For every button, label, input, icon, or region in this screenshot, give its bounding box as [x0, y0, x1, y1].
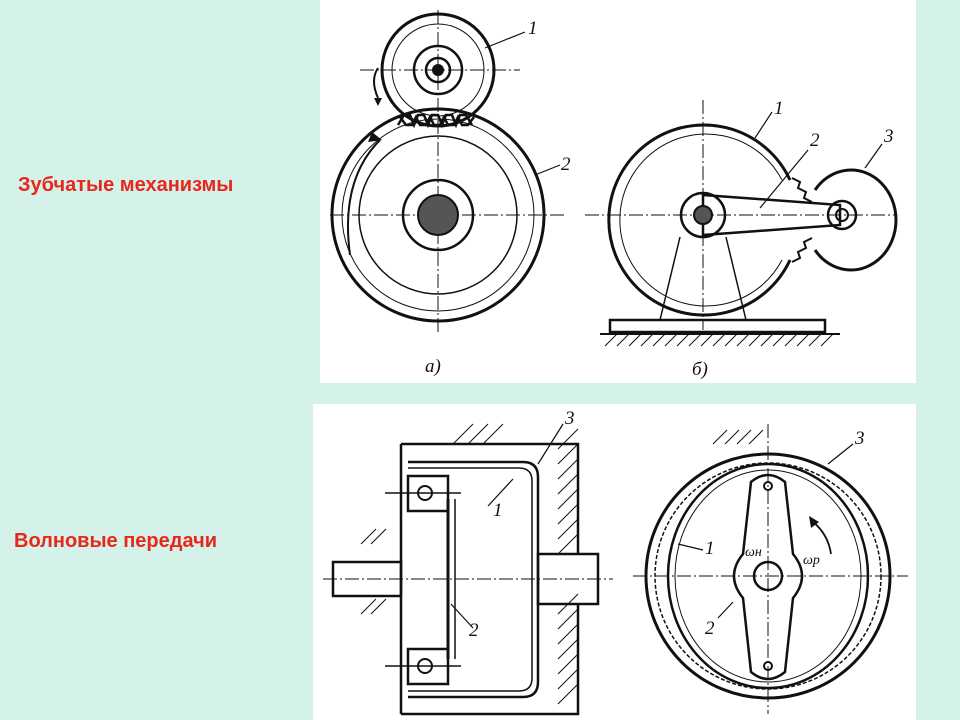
label-d-2: 2: [705, 618, 715, 639]
wave-generator-2: [732, 473, 804, 681]
label-omega-p: ωр: [803, 553, 820, 568]
label-a-2: 2: [561, 154, 571, 175]
label-a-sub: а): [425, 356, 441, 377]
gear-mechanisms-drawing: 1 2 а): [330, 10, 898, 380]
label-omega-h: ωн: [745, 545, 762, 560]
wave-gear-section: 3 1 2: [323, 408, 613, 716]
flex-ring-1: [666, 462, 870, 690]
label-c-3: 3: [564, 408, 575, 429]
label-a-1: 1: [528, 18, 538, 39]
planet-gear-3: [813, 168, 898, 272]
label-c-1: 1: [493, 500, 503, 521]
label-b-1: 1: [774, 98, 784, 119]
ring-gear-1: [607, 123, 792, 317]
label-b-2: 2: [810, 130, 820, 151]
wave-gears-diagram: 3 1 2 3 1 2: [313, 404, 916, 720]
label-b-sub: б): [692, 359, 708, 380]
wave-gears-drawing: 3 1 2 3 1 2: [323, 408, 908, 716]
label-b-3: 3: [883, 126, 894, 147]
caption-wave-gears: Волновые передачи: [14, 530, 217, 552]
caption-gear-mechanisms: Зубчатые механизмы: [18, 174, 234, 196]
rigid-ring-3: [644, 452, 892, 700]
wave-gear-front: 3 1 2 ωн ωр: [633, 424, 908, 714]
large-gear-2: [330, 107, 546, 323]
gear-mechanisms-diagram: 1 2 а): [320, 0, 916, 383]
label-d-3: 3: [854, 428, 865, 449]
gear-system-b: 1 2 3 б): [585, 98, 898, 380]
gear-pair-a: 1 2 а): [330, 10, 571, 377]
label-d-1: 1: [705, 538, 715, 559]
label-c-2: 2: [469, 620, 479, 641]
